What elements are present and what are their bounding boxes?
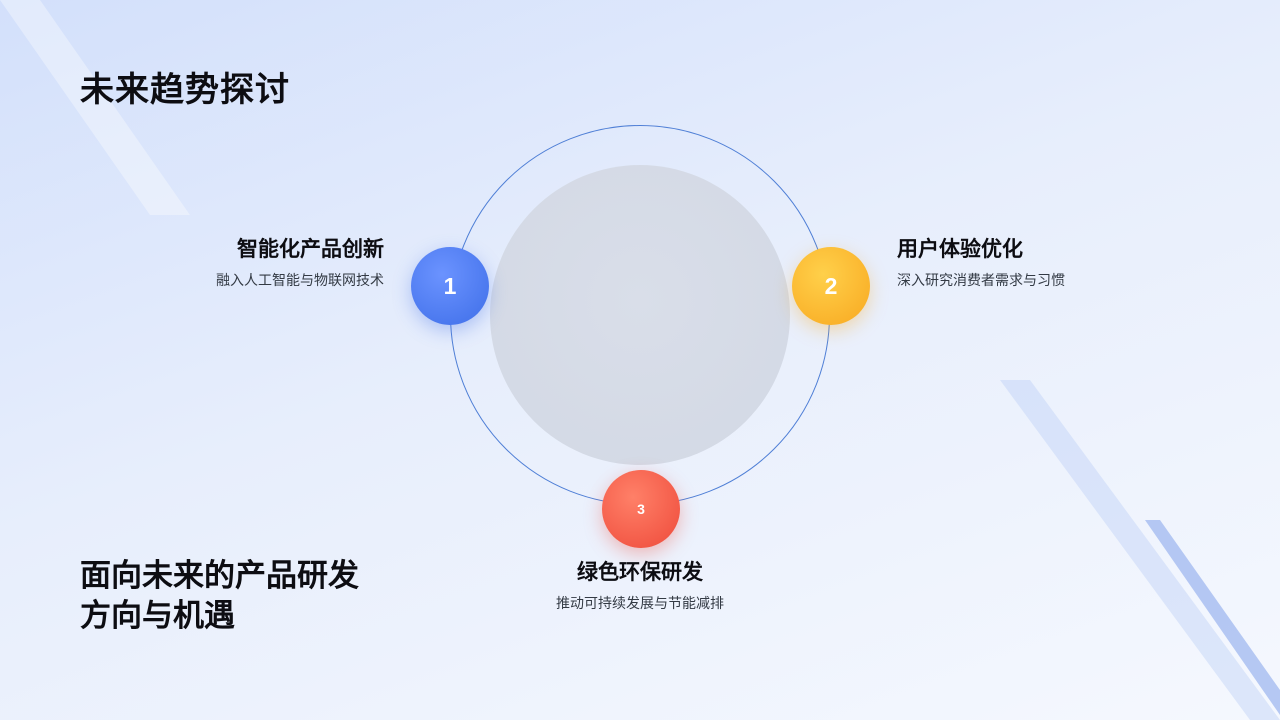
page-title: 未来趋势探讨 bbox=[80, 70, 290, 110]
subtitle-line-2: 方向与机遇 bbox=[80, 598, 235, 635]
item-3-description: 推动可持续发展与节能减排 bbox=[556, 596, 724, 612]
node-2-badge: 2 bbox=[792, 247, 870, 325]
node-3-badge: 3 bbox=[602, 470, 680, 548]
item-3-label: 绿色环保研发 推动可持续发展与节能减排 bbox=[540, 556, 740, 613]
page-subtitle: 面向未来的产品研发 方向与机遇 bbox=[80, 556, 359, 637]
item-3-heading: 绿色环保研发 bbox=[577, 560, 703, 584]
item-1-description: 融入人工智能与物联网技术 bbox=[216, 273, 384, 289]
subtitle-line-1: 面向未来的产品研发 bbox=[80, 558, 359, 594]
center-circle bbox=[490, 165, 790, 465]
item-2-heading: 用户体验优化 bbox=[897, 237, 1023, 261]
item-2-label: 用户体验优化 深入研究消费者需求与习惯 bbox=[897, 233, 1065, 290]
item-2-description: 深入研究消费者需求与习惯 bbox=[897, 273, 1065, 289]
item-1-label: 智能化产品创新 融入人工智能与物联网技术 bbox=[216, 233, 384, 290]
node-1-badge: 1 bbox=[411, 247, 489, 325]
item-1-heading: 智能化产品创新 bbox=[237, 237, 384, 261]
